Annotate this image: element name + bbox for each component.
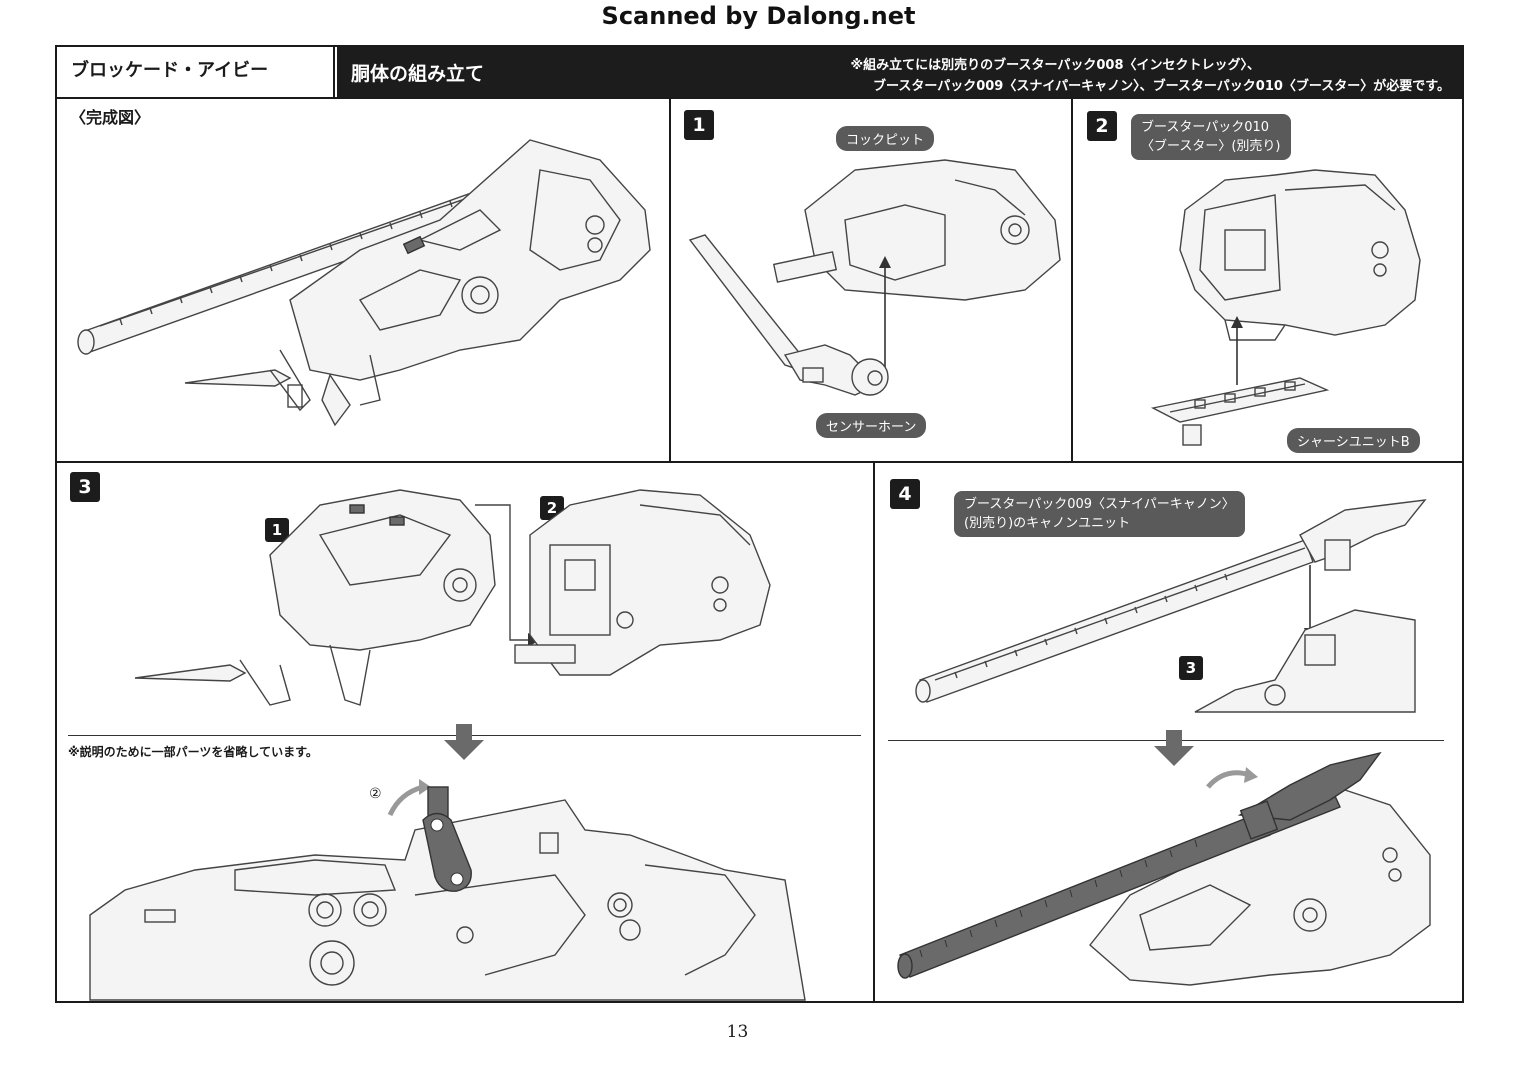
page-number: 13 (726, 1022, 749, 1042)
watermark-text: Scanned by Dalong.net (601, 2, 916, 30)
rotate-arrow-icon (387, 784, 424, 817)
divider (873, 463, 875, 1001)
label-booster-line2: 〈ブースター〉(別売り) (1141, 139, 1281, 154)
step3-mark-2: ② (369, 786, 382, 802)
step4-illustration (915, 499, 1427, 713)
down-arrow-icon (1154, 730, 1194, 766)
divider (1071, 97, 1073, 463)
step-1-badge: 1 (684, 110, 714, 140)
down-arrow-icon (444, 724, 484, 760)
divider (57, 461, 1462, 463)
rotate-arrow-icon (1206, 770, 1251, 789)
label-cannon-line2: (別売り)のキャノンユニット (964, 516, 1131, 531)
step-2-badge: 2 (1087, 111, 1117, 141)
label-cannon-unit: ブースターパック009〈スナイパーキャノン〉 (別売り)のキャノンユニット (954, 491, 1245, 537)
step3-omission-note: ※説明のために一部パーツを省略しています。 (68, 745, 318, 759)
label-booster-pack: ブースターパック010 〈ブースター〉(別売り) (1131, 114, 1291, 160)
section-header: 胴体の組み立て ※組み立てには別売りのブースターパック008〈インセクトレッグ〉… (337, 47, 1462, 97)
divider (669, 97, 671, 463)
label-cannon-line1: ブースターパック009〈スナイパーキャノン〉 (964, 497, 1235, 512)
step3-illustration (134, 489, 771, 706)
step3-sub1-badge: 1 (265, 518, 289, 542)
product-name: ブロッケード・アイビー (57, 47, 335, 97)
page-frame (55, 45, 1464, 1003)
step3-detail-illustration (89, 779, 806, 1001)
step4-detail-illustration (897, 751, 1431, 986)
requirement-note-line2: ブースターパック009〈スナイパーキャノン〉、ブースターパック010〈ブースター… (872, 79, 1450, 94)
label-chassis-unit-b: シャーシユニットB (1287, 428, 1420, 453)
completed-caption: 〈完成図〉 (70, 108, 151, 127)
section-title: 胴体の組み立て (351, 63, 485, 85)
step2-illustration (1150, 169, 1421, 446)
label-cockpit: コックピット (836, 126, 935, 151)
completed-model-illustration (77, 139, 651, 427)
label-booster-line1: ブースターパック010 (1141, 120, 1270, 135)
step-3-badge: 3 (70, 472, 100, 502)
step-4-badge: 4 (890, 479, 920, 509)
header-divider (57, 97, 1462, 99)
step4-sub3-badge: 3 (1179, 656, 1203, 680)
step1-illustration (688, 159, 1061, 396)
label-sensor-horn: センサーホーン (816, 413, 927, 438)
requirement-note-line1: ※組み立てには別売りのブースターパック008〈インセクトレッグ〉、 (850, 58, 1261, 73)
